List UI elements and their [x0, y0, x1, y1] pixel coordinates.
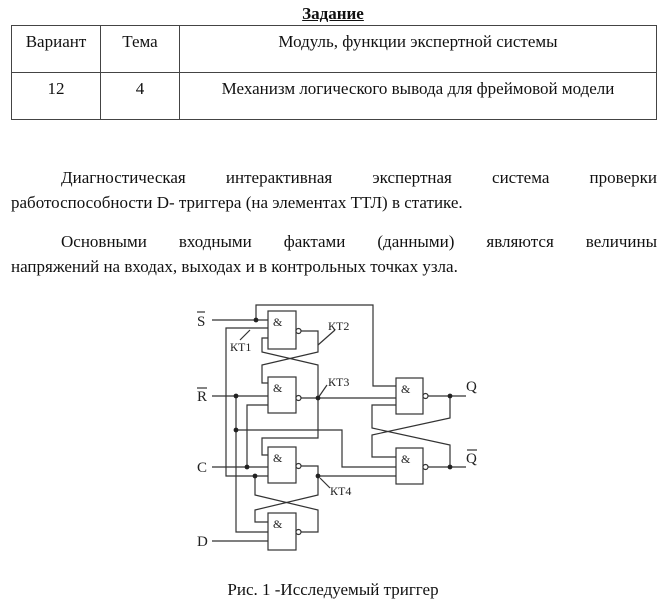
gate-5: & [395, 377, 429, 415]
header-topic: Тема [100, 25, 180, 73]
header-module: Модуль, функции экспертной системы [179, 25, 657, 73]
and-symbol: & [401, 382, 411, 396]
and-symbol: & [273, 381, 283, 395]
and-symbol: & [401, 452, 411, 466]
and-symbol: & [273, 315, 283, 329]
paragraph-line: напряжений на входах, выходах и в контро… [11, 257, 458, 276]
test-point-kt2-label: КТ2 [328, 319, 349, 333]
paragraph-input-facts: Основными входными фактами (данными) явл… [11, 229, 657, 279]
gate-1: & [267, 310, 302, 350]
task-table: Вариант Тема Модуль, функции экспертной … [11, 25, 657, 120]
task-title: Задание [302, 4, 364, 23]
and-symbol: & [273, 451, 283, 465]
input-s-label: S [197, 314, 205, 330]
output-q-label: Q [466, 379, 477, 395]
and-symbol: & [273, 517, 283, 531]
junction-dots [233, 317, 453, 479]
input-c-label: C [197, 460, 207, 476]
gate-3: & [267, 446, 302, 484]
test-point-kt4-label: КТ4 [330, 484, 351, 498]
paragraph-line: Диагностическая интерактивная экспертная… [61, 168, 657, 187]
paragraph-line: Основными входными фактами (данными) явл… [61, 232, 657, 251]
paragraph-line: работоспособности D- триггера (на элемен… [11, 193, 463, 212]
gate-6: & [395, 447, 429, 485]
gate-4: & [267, 512, 302, 551]
cell-module: Механизм логического вывода для фреймово… [179, 72, 657, 120]
input-r-label: R [197, 389, 207, 405]
test-point-kt1-label: КТ1 [230, 340, 251, 354]
input-d-label: D [197, 534, 208, 550]
output-qbar-label: Q [466, 451, 477, 467]
paragraph-description: Диагностическая интерактивная экспертная… [11, 165, 657, 215]
test-point-kt3-label: КТ3 [328, 375, 349, 389]
gate-2: & [267, 376, 302, 414]
header-variant: Вариант [11, 25, 101, 73]
table-row: 12 4 Механизм логического вывода для фре… [11, 72, 657, 120]
table-header-row: Вариант Тема Модуль, функции экспертной … [11, 25, 657, 73]
figure-caption: Рис. 1 -Исследуемый триггер [227, 580, 439, 599]
